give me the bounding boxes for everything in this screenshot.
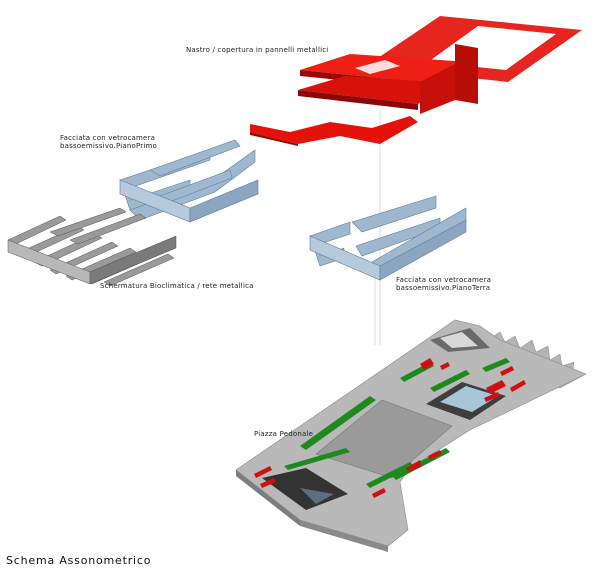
label-facade-first-floor-line2: bassoemissivo.PianoPrimo	[60, 142, 157, 150]
bioclimatic-screen	[7, 207, 177, 287]
facade-first-floor	[119, 139, 259, 223]
label-bioclimatic-screen: Schermatura Bioclimatica / rete metallic…	[100, 282, 254, 290]
label-pedestrian-plaza: Piazza Pedonale	[254, 430, 313, 438]
roof-ribbon	[250, 16, 582, 146]
pedestrian-plaza	[235, 319, 587, 552]
label-facade-ground-floor-line1: Facciata con vetrocamera	[396, 276, 492, 284]
label-roof-ribbon-text: Nastro / copertura in pannelli metallici	[186, 46, 329, 54]
label-facade-first-floor-line1: Facciata con vetrocamera	[60, 134, 156, 142]
label-facade-ground-floor-line2: bassoemissivo.PianoTerra	[396, 284, 491, 292]
label-facade-first-floor: Facciata con vetrocamera bassoemissivo.P…	[60, 134, 157, 150]
guide-lines	[374, 110, 381, 345]
label-pedestrian-plaza-text: Piazza Pedonale	[254, 430, 314, 438]
label-bioclimatic-screen-text: Schermatura Bioclimatica / rete metallic…	[100, 282, 254, 290]
label-facade-ground-floor: Facciata con vetrocamera bassoemissivo.P…	[396, 276, 491, 292]
figure-caption: Schema Assonometrico	[6, 554, 152, 567]
label-roof-ribbon: Nastro / copertura in pannelli metallici	[186, 46, 328, 54]
facade-ground-floor	[309, 195, 467, 281]
